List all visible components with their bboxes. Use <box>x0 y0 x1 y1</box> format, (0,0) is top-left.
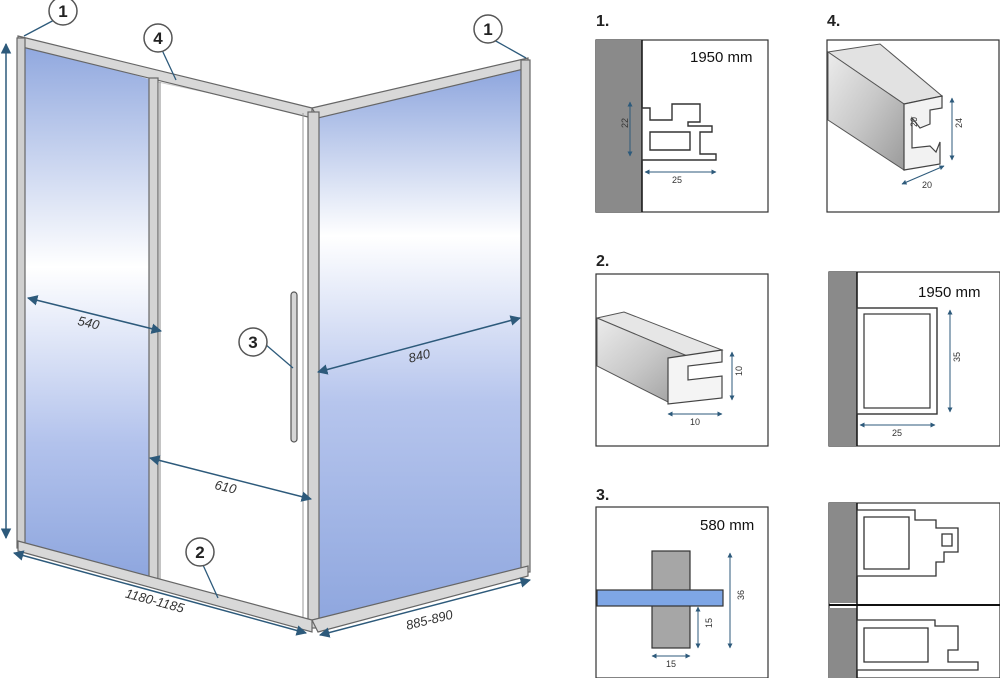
detail-3-length: 580 mm <box>700 517 754 534</box>
left-wall-profile <box>16 37 26 549</box>
detail-3: 3. 580 mm 36 15 15 <box>595 487 769 679</box>
callout-3-label: 3 <box>248 333 257 352</box>
detail-6-profile-bottom <box>856 619 979 671</box>
detail-5-profile-inner <box>863 313 931 409</box>
detail-2: 2. 10 10 <box>595 253 769 447</box>
detail-3-width: 15 <box>666 659 676 669</box>
detail-1-wall <box>596 40 642 212</box>
dim-door-opening: 610 <box>213 477 238 497</box>
detail-3-inner-height: 15 <box>704 618 714 628</box>
detail-2-number: 2. <box>596 253 609 270</box>
detail-5: 1950 mm 35 25 <box>828 271 1000 447</box>
detail-1: 1. 1950 mm 22 25 <box>595 13 769 213</box>
dim-fixed-width: 540 <box>76 313 101 333</box>
callout-4-label: 4 <box>153 29 163 48</box>
detail-5-length: 1950 mm <box>918 284 981 301</box>
detail-3-number: 3. <box>596 487 609 504</box>
detail-2-height: 10 <box>734 366 744 376</box>
detail-4-number: 4. <box>827 13 840 30</box>
fixed-glass-panel <box>22 42 152 578</box>
detail-1-profile-shape <box>641 103 717 161</box>
callout-2-label: 2 <box>195 543 204 562</box>
detail-1-height: 22 <box>620 118 630 128</box>
detail-5-height: 35 <box>952 352 962 362</box>
right-wall-profile <box>520 59 531 573</box>
corner-post <box>307 111 320 629</box>
detail-3-glass <box>596 589 724 607</box>
enclosure-drawing <box>16 35 531 633</box>
dim-side-width: 840 <box>407 346 432 366</box>
detail-2-width: 10 <box>690 417 700 427</box>
callout-3: 3 <box>238 327 268 357</box>
detail-4: 4. 20 24 20 <box>826 13 1000 213</box>
callout-2: 2 <box>185 537 215 567</box>
detail-6 <box>828 502 1000 679</box>
callout-1-left: 1 <box>48 0 78 26</box>
detail-6-profile-top <box>856 509 959 577</box>
detail-1-width: 25 <box>672 175 682 185</box>
callout-4: 4 <box>143 23 173 53</box>
detail-4-height: 24 <box>954 118 964 128</box>
main-dimension-lines <box>0 17 532 638</box>
detail-5-wall <box>829 272 857 446</box>
detail-5-width: 25 <box>892 428 902 438</box>
callout-1-left-label: 1 <box>58 2 67 21</box>
sliding-door-glass <box>157 81 313 627</box>
detail-3-total-height: 36 <box>736 590 746 600</box>
detail-6-wall-top <box>829 503 857 603</box>
detail-2-profile-end <box>667 349 723 405</box>
detail-6-wall-bottom <box>829 608 857 678</box>
detail-4-top-dim: 20 <box>909 117 919 127</box>
detail-4-depth: 20 <box>922 180 932 190</box>
detail-1-length: 1950 mm <box>690 49 753 66</box>
detail-1-number: 1. <box>596 13 609 30</box>
callout-1-right: 1 <box>473 14 503 44</box>
callout-1-right-label: 1 <box>483 20 492 39</box>
detail-4-rail-end <box>903 95 943 171</box>
